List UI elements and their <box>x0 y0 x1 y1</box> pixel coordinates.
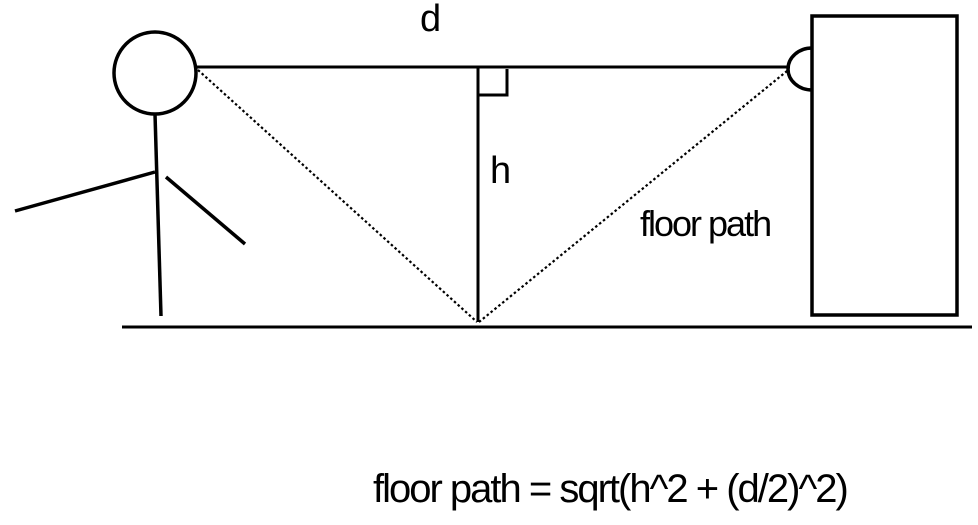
right-angle-marker <box>478 69 509 97</box>
label-floor-path: floor path <box>640 203 770 244</box>
label-d: d <box>420 0 439 40</box>
target-box <box>810 14 959 317</box>
figure-right-arm <box>164 175 247 246</box>
floor-path-right-segment <box>478 70 788 323</box>
figure-left-arm <box>14 170 156 213</box>
label-h: h <box>490 150 509 192</box>
figure-body <box>153 113 163 317</box>
sensor-semicircle <box>786 46 813 92</box>
figure-head <box>112 30 198 116</box>
floor-path-left-segment <box>197 69 478 323</box>
stick-figure <box>14 30 247 317</box>
formula-text: floor path = sqrt(h^2 + (d/2)^2) <box>373 467 847 511</box>
